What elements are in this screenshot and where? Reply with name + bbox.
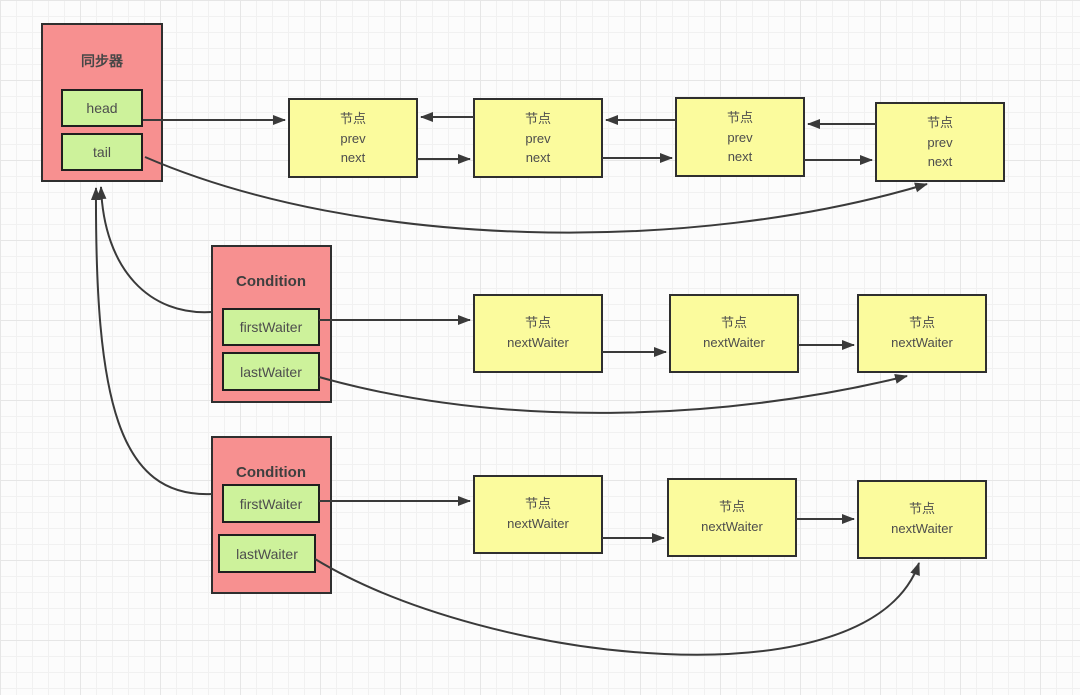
first-waiter-field — [222, 308, 320, 346]
first-waiter-field — [222, 484, 320, 523]
condition1-to-tail-arrow — [96, 186, 213, 314]
head-label: head — [86, 100, 117, 116]
tail-field — [61, 133, 143, 171]
lastwaiter2-to-last-node-arrow — [314, 558, 920, 656]
synchronizer-title: 同步器 — [81, 53, 124, 69]
waiter-node-title: 节点 — [525, 496, 551, 511]
node-prev-label: prev — [727, 130, 753, 145]
node-next-label: next — [341, 150, 366, 165]
condition1-waiter-node-2: 节点 nextWaiter — [669, 294, 799, 373]
sync-queue-node-4: 节点 prev next — [875, 102, 1005, 182]
condition-title: Condition — [236, 273, 306, 290]
condition1-waiter-node-3: 节点 nextWaiter — [857, 294, 987, 373]
synchronizer-box: 同步器 head tail — [41, 23, 163, 182]
next-waiter-label: nextWaiter — [891, 335, 953, 350]
node-next-label: next — [526, 150, 551, 165]
node-prev-label: prev — [927, 135, 953, 150]
node-title: 节点 — [727, 110, 753, 125]
node-title: 节点 — [927, 115, 953, 130]
next-waiter-label: nextWaiter — [703, 335, 765, 350]
tail-label: tail — [93, 144, 111, 160]
waiter-node-title: 节点 — [721, 315, 747, 330]
last-waiter-field — [218, 534, 316, 573]
waiter-node-rect — [857, 480, 987, 559]
condition2-waiter-node-3: 节点 nextWaiter — [857, 480, 987, 559]
tail-to-last-node-arrow — [144, 156, 928, 234]
sync-node-rect — [875, 102, 1005, 182]
waiter-node-title: 节点 — [719, 499, 745, 514]
first-waiter-label: firstWaiter — [240, 319, 303, 335]
node-prev-label: prev — [525, 131, 551, 146]
waiter-node-rect — [667, 478, 797, 557]
sync-queue-node-2: 节点 prev next — [473, 98, 603, 178]
waiter-node-rect — [473, 294, 603, 373]
sync-node-rect — [288, 98, 418, 178]
condition2-waiter-node-2: 节点 nextWaiter — [667, 478, 797, 557]
sync-node-rect — [675, 97, 805, 177]
condition1-waiter-node-1: 节点 nextWaiter — [473, 294, 603, 373]
node-next-label: next — [928, 154, 953, 169]
next-waiter-label: nextWaiter — [891, 521, 953, 536]
waiter-node-rect — [669, 294, 799, 373]
head-field — [61, 89, 143, 127]
condition-box-1: Condition firstWaiter lastWaiter — [211, 245, 332, 403]
condition-title: Condition — [236, 464, 306, 481]
sync-queue-node-1: 节点 prev next — [288, 98, 418, 178]
next-waiter-label: nextWaiter — [701, 519, 763, 534]
condition-box-2: Condition firstWaiter lastWaiter — [211, 436, 332, 594]
waiter-node-title: 节点 — [909, 501, 935, 516]
node-prev-label: prev — [340, 131, 366, 146]
waiter-node-title: 节点 — [909, 315, 935, 330]
node-title: 节点 — [525, 111, 551, 126]
condition2-to-tail-arrow — [90, 187, 213, 496]
last-waiter-label: lastWaiter — [240, 364, 302, 380]
node-title: 节点 — [340, 111, 366, 126]
last-waiter-label: lastWaiter — [236, 546, 298, 562]
sync-queue-node-3: 节点 prev next — [675, 97, 805, 177]
next-waiter-label: nextWaiter — [507, 516, 569, 531]
waiter-node-rect — [473, 475, 603, 554]
last-waiter-field — [222, 352, 320, 391]
lastwaiter1-to-last-node-arrow — [318, 374, 908, 414]
node-next-label: next — [728, 149, 753, 164]
next-waiter-label: nextWaiter — [507, 335, 569, 350]
first-waiter-label: firstWaiter — [240, 496, 303, 512]
sync-node-rect — [473, 98, 603, 178]
waiter-node-rect — [857, 294, 987, 373]
waiter-node-title: 节点 — [525, 315, 551, 330]
condition2-waiter-node-1: 节点 nextWaiter — [473, 475, 603, 554]
